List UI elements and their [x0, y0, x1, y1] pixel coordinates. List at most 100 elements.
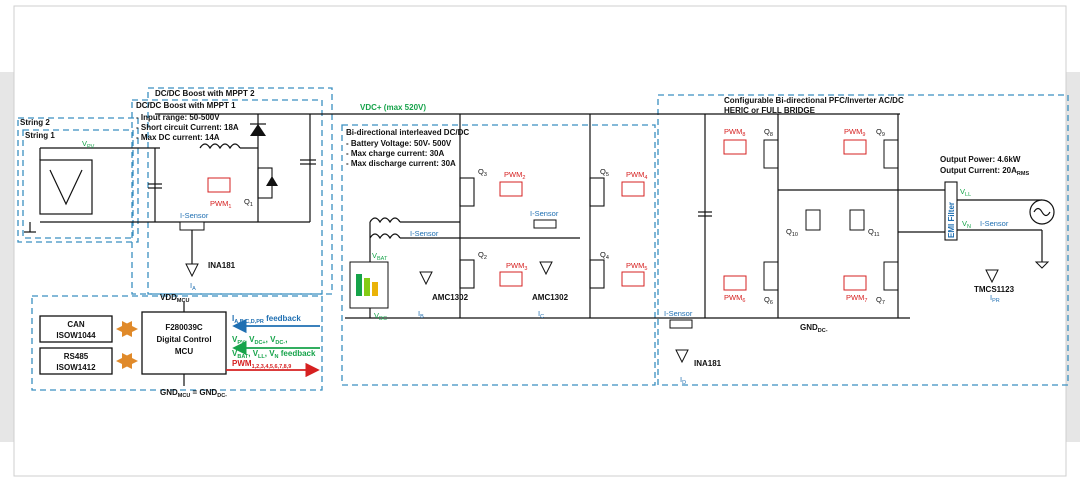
boost-diode [250, 124, 266, 136]
sine-icon [1033, 207, 1051, 217]
pfc-pwm-drivers: PWM8 PWM9 PWM6 PWM7 [723, 127, 867, 304]
ipr-label: IPR [990, 293, 1000, 304]
ac-isensor: I-Sensor TMCS1123 IPR [974, 219, 1015, 304]
bidir-shunt-b [533, 219, 557, 229]
pwm3-driver [499, 271, 523, 287]
pfc-box [657, 94, 1069, 386]
boost1-title: DC/DC Boost with MPPT 1 [136, 101, 236, 110]
pfc-subtitle: HERIC or FULL BRIDGE [724, 106, 816, 115]
bidir-sensor-b: I-Sensor AMC1302 IC [530, 209, 569, 320]
boost-spec-1: - Input range: 50-500V [136, 113, 220, 122]
switch-q11 [849, 209, 865, 231]
rs485-label: RS485 [64, 352, 89, 361]
pwm9-label: PWM9 [844, 127, 865, 138]
bidir-title: Bi-directional interleaved DC/DC [346, 128, 469, 137]
rs485-chip [39, 347, 113, 375]
gnd-bus-label: GNDDC- [800, 323, 828, 334]
q6-label: Q6 [764, 295, 773, 306]
ia-label: IA [190, 281, 196, 292]
mcu-gnd-label: GNDMCU = GNDDC- [160, 388, 227, 399]
q9-label: Q9 [876, 127, 885, 138]
pwm4-driver [621, 181, 645, 197]
amc1302-a-label: AMC1302 [432, 293, 469, 302]
q2-label: Q2 [478, 250, 487, 261]
vdc-bus-label: VDC+ (max 520V) [360, 103, 426, 112]
v-feedback-line2: VBAT, VLL, VN feedback [232, 349, 316, 360]
amc1302-a-amp [419, 271, 433, 286]
i-feedback-label: IA,B,C,D,PR feedback [232, 314, 301, 325]
boost2-title: DC/DC Boost with MPPT 2 [155, 89, 255, 98]
q7-label: Q7 [876, 295, 885, 306]
pwm4-label: PWM4 [626, 170, 647, 181]
ib-label: IB [418, 309, 424, 320]
grid-ground-symbol [1034, 261, 1050, 269]
switch-q7 [883, 261, 899, 291]
q3-label: Q3 [478, 167, 487, 178]
bidir-pwm-drivers: PWM2 PWM3 PWM4 PWM5 [499, 170, 647, 287]
string1-label: String 1 [25, 131, 55, 140]
boost1-box [131, 99, 323, 295]
q4-label: Q4 [600, 250, 609, 261]
mcu-chip [141, 311, 227, 375]
frame [13, 5, 1067, 477]
pwm9-driver [843, 139, 867, 155]
bidir-spec-3: - Max discharge current: 30A [346, 159, 456, 168]
switch-q3 [459, 177, 475, 207]
boost-isensor: I-Sensor INA181 IA [179, 211, 236, 292]
mcu-vdd-label: VDDMCU [160, 293, 189, 304]
boost-body-diode [266, 176, 278, 186]
vbat-label: VBAT [372, 251, 388, 262]
pwm3-label: PWM3 [506, 261, 527, 272]
dclink-isensor: I-Sensor INA181 ID [664, 309, 722, 386]
mcu-name-3: MCU [175, 347, 193, 356]
id-label: ID [680, 375, 686, 386]
vdc-minus-label: VDC [374, 311, 387, 322]
pwm2-label: PWM2 [504, 170, 525, 181]
tmcs-amp [985, 269, 999, 284]
ac-isensor-label: I-Sensor [980, 219, 1009, 228]
bidir-sensor-a: I-Sensor AMC1302 IB [410, 229, 469, 320]
ina181-dclink-label: INA181 [694, 359, 722, 368]
pwm7-label: PWM7 [846, 293, 867, 304]
dclink-shunt [669, 319, 693, 329]
battery-cell-2 [364, 278, 370, 296]
pwm8-label: PWM8 [724, 127, 745, 138]
output-power: Output Power: 4.6kW [940, 155, 1021, 164]
emi-filter-label: EMI Filter [947, 202, 956, 238]
pv-panel-mark [49, 169, 83, 206]
pfc-switches: Q8 Q9 Q6 Q7 Q10 Q11 [763, 127, 899, 306]
mcu-name-1: F280039C [165, 323, 203, 332]
pwm1-label: PWM1 [210, 199, 231, 210]
pwm8-driver [723, 139, 747, 155]
switch-q8 [763, 139, 779, 169]
switch-q6 [763, 261, 779, 291]
bidir-spec-2: - Max charge current: 30A [346, 149, 444, 158]
pwm-out-label: PWM1,2,3,4,5,6,7,8,9 [232, 359, 291, 370]
q5-label: Q5 [600, 167, 609, 178]
bidir-switches: Q3 Q2 Q5 Q4 [459, 167, 609, 289]
switch-q9 [883, 139, 899, 169]
battery-cell-3 [372, 282, 378, 296]
q10-label: Q10 [786, 227, 798, 238]
boost-inductor [199, 143, 241, 150]
tmcs-label: TMCS1123 [974, 285, 1015, 294]
can-label: CAN [67, 320, 85, 329]
boost-isensor-label: I-Sensor [180, 211, 209, 220]
can-part: ISOW1044 [56, 331, 96, 340]
bidir-isensor-b-label: I-Sensor [530, 209, 559, 218]
pwm1-driver: PWM1 [207, 177, 231, 210]
can-chip [39, 315, 113, 343]
pwm7-driver [843, 275, 867, 291]
vll-label: VLL [960, 187, 971, 198]
switch-q10 [805, 209, 821, 231]
string2-box [17, 117, 139, 243]
output-current: Output Current: 20ARMS [940, 166, 1029, 177]
pwm5-label: PWM5 [626, 261, 647, 272]
string1-box [22, 129, 134, 239]
pwm6-driver [723, 275, 747, 291]
bidir-box [341, 124, 656, 386]
ic-label: IC [538, 309, 544, 320]
battery-cell-1 [356, 274, 362, 296]
